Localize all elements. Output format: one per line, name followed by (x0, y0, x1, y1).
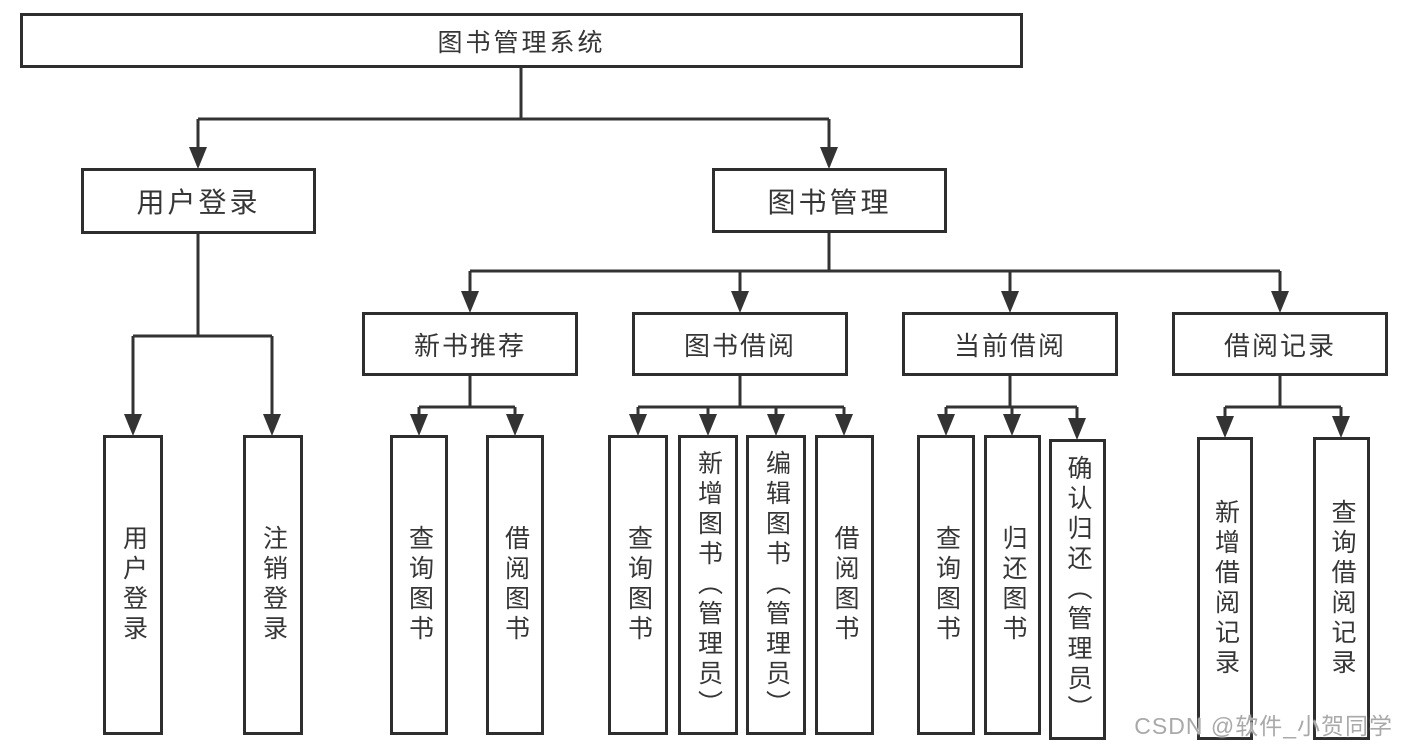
leaf-borrow-books-recommend: 借阅图书 (486, 435, 544, 735)
arrow-down-icon (263, 414, 281, 436)
node-library-management-system: 图书管理系统 (20, 13, 1023, 68)
connector-management-to-level3 (468, 233, 1282, 309)
arrow-down-icon (835, 414, 853, 436)
arrow-down-icon (461, 291, 479, 313)
leaf-return-book: 归还图书 (984, 435, 1041, 735)
node-new-book-recommend: 新书推荐 (362, 312, 578, 376)
leaf-query-borrow-record: 查询借阅记录 (1313, 437, 1370, 740)
arrow-down-icon (1001, 291, 1019, 313)
arrow-down-icon (820, 147, 838, 169)
leaf-edit-book-admin: 编辑图书（管理员） (746, 435, 806, 735)
node-borrowing-records: 借阅记录 (1172, 312, 1388, 376)
arrow-down-icon (410, 414, 428, 436)
arrow-down-icon (731, 291, 749, 313)
arrow-down-icon (937, 414, 955, 436)
arrow-down-icon (767, 414, 785, 436)
arrow-down-icon (1003, 414, 1021, 436)
arrow-down-icon (506, 414, 524, 436)
node-book-management: 图书管理 (712, 168, 947, 233)
arrow-down-icon (1216, 416, 1234, 438)
leaf-add-book-admin: 新增图书（管理员） (678, 435, 738, 735)
arrow-down-icon (699, 414, 717, 436)
connector-records-children (1223, 376, 1343, 432)
leaf-query-books-recommend: 查询图书 (390, 435, 448, 735)
leaf-query-books-borrow: 查询图书 (608, 435, 668, 735)
connector-recommend-children (417, 376, 517, 432)
node-current-borrowing: 当前借阅 (902, 312, 1118, 376)
node-book-borrowing: 图书借阅 (632, 312, 848, 376)
arrow-down-icon (1068, 418, 1086, 440)
node-user-login: 用户登录 (81, 168, 316, 234)
leaf-confirm-return-admin: 确认归还（管理员） (1049, 439, 1106, 740)
arrowheads (124, 147, 1350, 440)
leaf-logout: 注销登录 (243, 435, 303, 735)
connector-borrow-children (636, 376, 846, 432)
arrow-down-icon (189, 147, 207, 169)
arrow-down-icon (1271, 291, 1289, 313)
leaf-borrow-books: 借阅图书 (815, 435, 874, 735)
arrow-down-icon (629, 414, 647, 436)
leaf-query-books-current: 查询图书 (917, 435, 975, 735)
connector-root-to-level2 (196, 68, 831, 166)
arrow-down-icon (124, 414, 142, 436)
arrow-down-icon (1332, 416, 1350, 438)
leaf-add-borrow-record: 新增借阅记录 (1197, 437, 1253, 740)
csdn-watermark: CSDN @软件_小贺同学 (1134, 713, 1393, 739)
connector-login-children (131, 234, 274, 432)
leaf-user-login: 用户登录 (103, 435, 163, 735)
